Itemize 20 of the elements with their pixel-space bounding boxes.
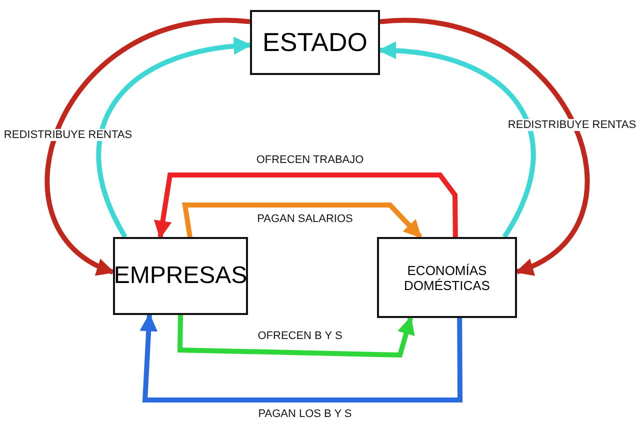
edge-label: OFRECEN B Y S	[256, 330, 344, 342]
flow-arrow	[182, 202, 422, 239]
flow-arrow	[380, 18, 590, 274]
flow-arrow	[140, 313, 463, 402]
edge-label: PAGAN LOS B Y S	[256, 408, 354, 420]
entity-box	[113, 237, 248, 315]
flow-arrow	[44, 18, 250, 274]
edge-label: REDISTRIBUYE RENTAS	[506, 119, 638, 131]
entity-box	[250, 10, 380, 75]
entity-box	[377, 237, 517, 318]
edge-label: PAGAN SALARIOS	[255, 213, 355, 225]
flow-arrow	[154, 172, 458, 239]
entity-label: ESTADO	[262, 27, 368, 58]
edge-label: REDISTRIBUYE RENTAS	[2, 129, 134, 141]
entity-label: ECONOMÍAS DOMÉSTICAS	[403, 262, 491, 292]
flow-arrow	[378, 42, 536, 238]
edge-label: OFRECEN TRABAJO	[254, 154, 366, 166]
entity-label: EMPRESAS	[114, 262, 248, 290]
flow-arrow	[96, 38, 252, 238]
flow-arrow	[177, 314, 415, 358]
